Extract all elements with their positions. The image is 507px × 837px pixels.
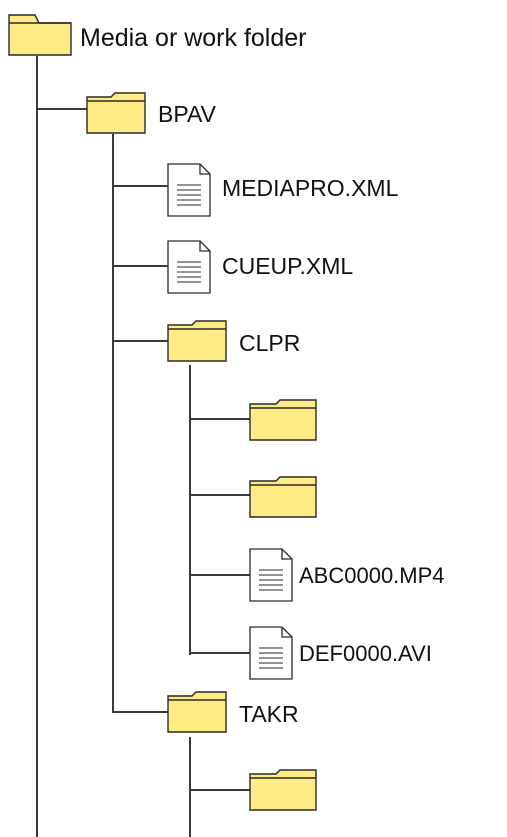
document-icon-lines <box>177 184 201 206</box>
folder-icon <box>249 769 317 811</box>
document-icon-lines <box>177 261 201 283</box>
folder-icon <box>249 399 317 441</box>
root-folder-label: Media or work folder <box>80 24 306 52</box>
cueup-file-label: CUEUP.XML <box>222 253 353 279</box>
cueup-file <box>167 240 211 294</box>
clpr-subfolder-2 <box>249 476 317 518</box>
folder-icon <box>167 320 227 362</box>
document-icon-fold <box>199 164 210 175</box>
clpr-folder-label: CLPR <box>239 330 300 356</box>
document-icon-lines <box>259 569 283 591</box>
abc-file-label: ABC0000.MP4 <box>299 563 445 588</box>
root-folder <box>8 14 72 56</box>
def-file <box>249 626 293 680</box>
tree-connectors <box>36 56 250 837</box>
mediapro-file <box>167 163 211 217</box>
document-icon-fold <box>281 549 292 560</box>
mediapro-file-label: MEDIAPRO.XML <box>222 175 399 201</box>
clpr-subfolder-1 <box>249 399 317 441</box>
bpav-folder-label: BPAV <box>158 101 217 127</box>
takr-subfolder-1 <box>249 769 317 811</box>
document-icon-lines <box>259 647 283 669</box>
document-icon-fold <box>199 241 210 252</box>
folder-icon <box>167 691 227 733</box>
bpav-folder <box>86 92 146 134</box>
clpr-folder <box>167 320 227 362</box>
document-icon-fold <box>281 627 292 638</box>
takr-folder <box>167 691 227 733</box>
folder-icon <box>86 92 146 134</box>
folder-icon <box>8 14 72 56</box>
takr-folder-label: TAKR <box>239 701 299 727</box>
def-file-label: DEF0000.AVI <box>299 641 432 666</box>
folder-icon <box>249 476 317 518</box>
abc-file <box>249 548 293 602</box>
